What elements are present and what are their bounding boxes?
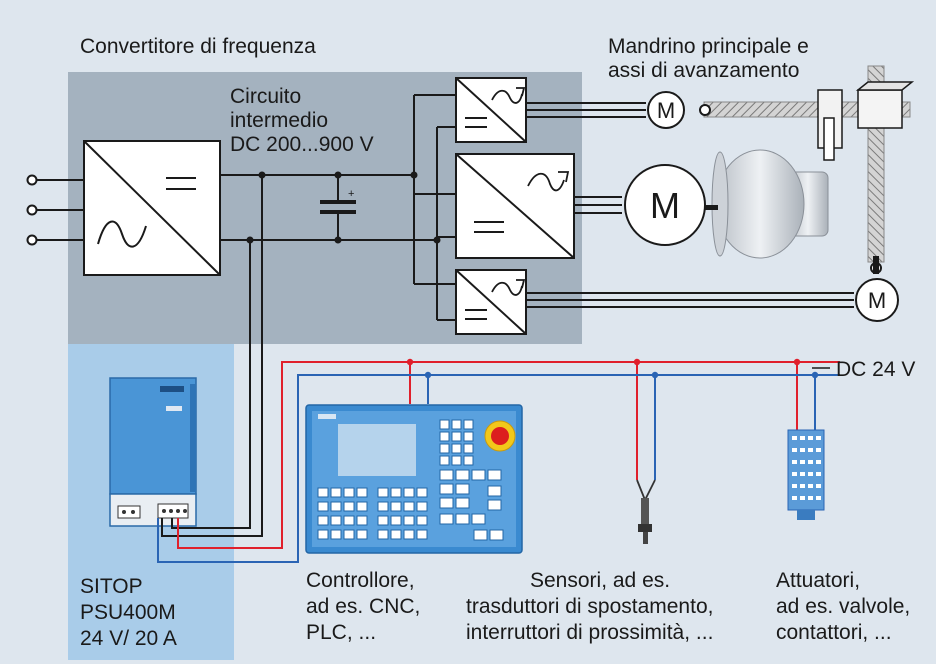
dc-link-bus [220,94,456,321]
motor-letter-bottom: M [868,288,886,313]
converter-title: Convertitore di frequenza [80,35,316,58]
sensors-line3: interruttori di prossimità, ... [466,621,714,644]
dc-link-line3: DC 200...900 V [230,133,374,156]
supply-link-wires [161,175,263,537]
capacitor-icon: + [320,188,356,214]
dc-link-line2: intermedio [230,109,329,132]
motor-letter-main: M [650,185,680,226]
inverter-bottom [455,269,527,335]
sensors-line1: Sensori, ad es. [530,569,671,592]
control-panel-icon [305,404,523,554]
dc24-plus-wire [177,361,840,549]
motor-cables [526,102,854,308]
dc24-label: DC 24 V [836,358,916,381]
motor-icon [624,91,899,322]
inverter-top [455,77,527,143]
motor-letter-top: M [657,98,675,123]
svg-text:+: + [348,188,354,200]
controller-line1: Controllore, [306,569,415,592]
spindle-title-line1: Mandrino principale e [608,35,809,58]
axis-carriage [817,81,915,161]
actuators-line2: ad es. valvole, [776,595,911,618]
inverter-middle [455,153,575,259]
sensors-line2: trasduttori di spostamento, [466,595,714,618]
rectifier-block [83,140,221,276]
ac-sine-icon [97,220,147,248]
controller-line2: ad es. CNC, [306,595,421,618]
dc-link-line1: Circuito [230,85,302,108]
coupling-dots [698,104,882,274]
sensor-probe-icon [636,479,656,544]
sitop-line2: PSU400M [80,601,176,624]
junction-dots [246,171,441,244]
dc24-minus-wire [157,374,840,563]
sitop-line1: SITOP [80,575,143,598]
sitop-line3: 24 V/ 20 A [80,627,177,650]
input-terminals [26,174,84,246]
spindle-title-line2: assi di avanzamento [608,59,800,82]
controller-line3: PLC, ... [306,621,377,644]
dc-bars-icon [166,177,196,190]
terminal-block-icon [787,429,825,520]
power-supply-icon [109,377,197,527]
chuck-icon [711,149,829,259]
actuators-line1: Attuatori, [776,569,861,592]
wire-junctions [406,358,819,379]
actuators-line3: contattori, ... [776,621,892,644]
